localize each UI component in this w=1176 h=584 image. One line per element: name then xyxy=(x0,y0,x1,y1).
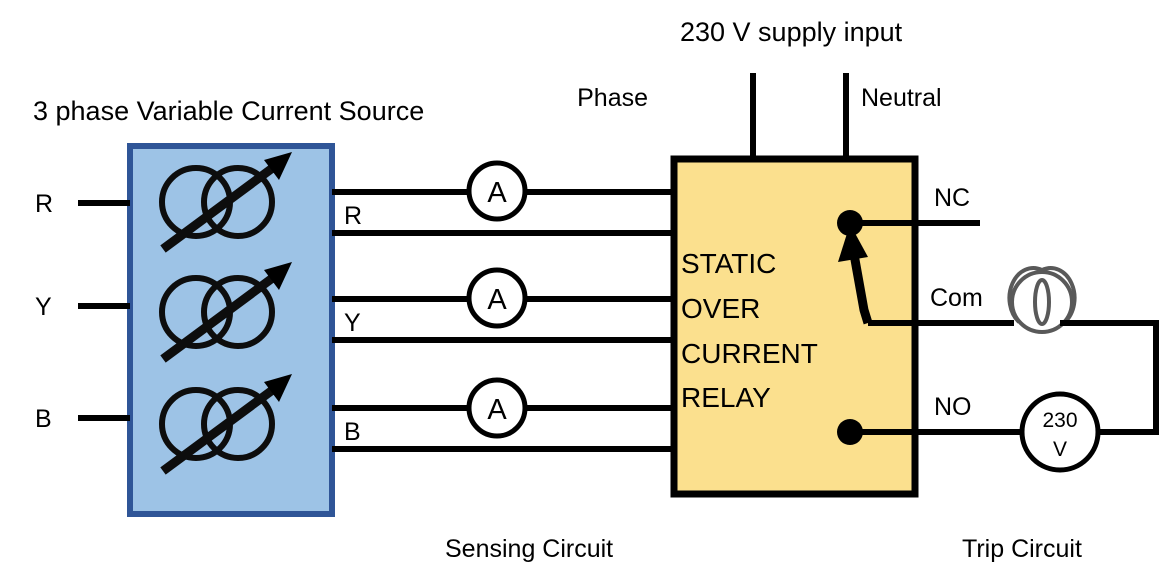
source-title: 3 phase Variable Current Source xyxy=(33,96,424,126)
source-output-label-r: R xyxy=(344,202,362,230)
relay-name-line-2: OVER xyxy=(681,293,760,324)
relay-movable-contact-arm xyxy=(847,242,873,325)
neutral-label: Neutral xyxy=(861,84,942,112)
source-input-label-r: R xyxy=(35,190,53,218)
source-output-label-y: Y xyxy=(344,309,361,337)
trip-supply-voltage-unit: V xyxy=(1053,438,1067,461)
no-contact-dot xyxy=(837,419,863,445)
variable-source-symbol-b xyxy=(159,374,292,475)
nc-contact-dot xyxy=(837,210,863,236)
ammeter-y: A xyxy=(466,267,528,329)
ammeter-r-label: A xyxy=(487,177,507,209)
contact-label-no: NO xyxy=(934,393,972,421)
indicator-lamp xyxy=(1007,266,1077,334)
relay-name-line-4: RELAY xyxy=(681,382,771,413)
contact-label-com: Com xyxy=(930,284,983,312)
variable-source-symbol-y xyxy=(159,262,292,363)
source-input-label-y: Y xyxy=(35,293,52,321)
source-input-label-b: B xyxy=(35,405,52,433)
sensing-circuit-label: Sensing Circuit xyxy=(445,535,613,563)
ammeter-b: A xyxy=(466,377,528,439)
ammeter-b-label: A xyxy=(487,394,507,426)
source-output-label-b: B xyxy=(344,418,361,446)
static-over-current-relay-box xyxy=(670,155,919,498)
relay-name-line-1: STATIC xyxy=(681,248,776,279)
trip-supply-voltage-value: 230 xyxy=(1042,409,1077,432)
contact-label-nc: NC xyxy=(934,184,970,212)
phase-label: Phase xyxy=(577,84,648,112)
supply-input-title: 230 V supply input xyxy=(680,17,903,47)
variable-source-symbol-r xyxy=(159,152,292,253)
trip-circuit-label: Trip Circuit xyxy=(962,535,1082,563)
ammeter-y-label: A xyxy=(487,284,507,316)
relay-name-line-3: CURRENT xyxy=(681,338,818,369)
ammeter-r: A xyxy=(466,160,528,222)
relay-contact-arrowhead xyxy=(838,224,868,262)
trip-supply-source: 230 V xyxy=(1019,391,1101,473)
